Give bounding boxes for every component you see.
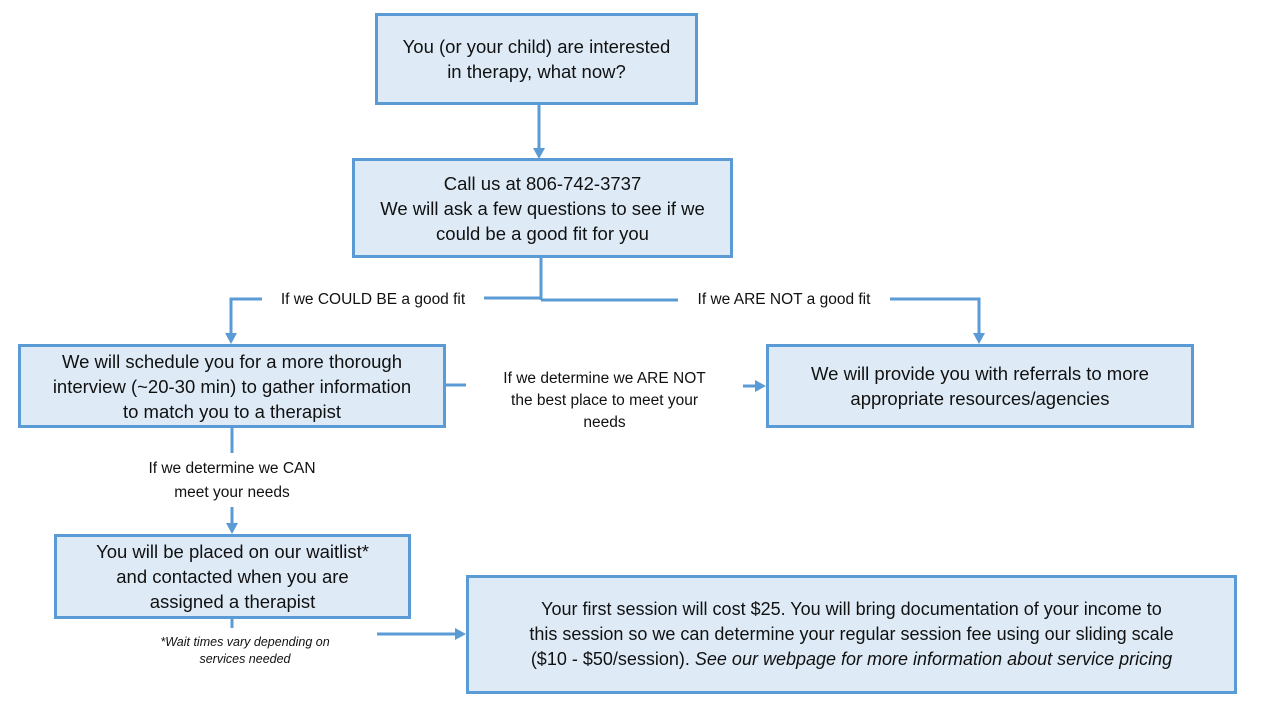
- node-start-line2: in therapy, what now?: [447, 61, 626, 82]
- edge-label-can-meet-needs-line2: meet your needs: [174, 484, 290, 501]
- connector-left-to-interview: [229, 297, 262, 334]
- waitlist-footnote-line1: *Wait times vary depending on: [160, 635, 330, 649]
- node-waitlist-line2: and contacted when you are: [116, 566, 349, 587]
- node-referrals-line1: We will provide you with referrals to mo…: [811, 363, 1149, 384]
- node-interview: We will schedule you for a more thorough…: [18, 344, 446, 428]
- node-interview-line3: to match you to a therapist: [122, 400, 341, 422]
- node-interview-line1: We will schedule you for a more thorough: [61, 350, 402, 372]
- arrowhead-first-session: [455, 628, 466, 640]
- arrowhead-referrals: [973, 333, 985, 344]
- waitlist-footnote-line2: services needed: [199, 652, 291, 666]
- edge-label-not-best-place-line1: If we determine we ARE NOT: [503, 370, 706, 387]
- node-first-session-line3-plain: ($10 - $50/session).: [530, 649, 695, 669]
- node-referrals-line2: appropriate resources/agencies: [850, 388, 1110, 409]
- node-first-session-line3-italic: See our webpage for more information abo…: [694, 649, 1173, 669]
- node-call-line2: We will ask a few questions to see if we: [380, 197, 705, 219]
- edge-label-can-meet-needs: If we determine we CAN meet your needs: [116, 457, 348, 505]
- waitlist-footnote: *Wait times vary depending on services n…: [120, 634, 370, 668]
- node-first-session: Your first session will cost $25. You wi…: [466, 575, 1237, 694]
- node-waitlist-line1: You will be placed on our waitlist*: [96, 541, 369, 562]
- node-call: Call us at 806-742-3737 We will ask a fe…: [352, 158, 733, 258]
- node-interview-line2: interview (~20-30 min) to gather informa…: [52, 375, 412, 397]
- node-first-session-line1: Your first session will cost $25. You wi…: [541, 599, 1162, 619]
- node-call-line3: could be a good fit for you: [436, 222, 649, 244]
- node-waitlist: You will be placed on our waitlist* and …: [54, 534, 411, 619]
- node-waitlist-line3: assigned a therapist: [149, 591, 316, 612]
- edge-label-could-be-good-fit: If we COULD BE a good fit: [262, 289, 484, 311]
- node-start-line1: You (or your child) are interested: [402, 36, 671, 57]
- arrowhead-interview: [225, 333, 237, 344]
- arrowhead-call: [533, 148, 545, 159]
- node-start: You (or your child) are interested in th…: [375, 13, 698, 105]
- arrowhead-waitlist: [226, 523, 238, 534]
- node-first-session-line3: ($10 - $50/session). See our webpage for…: [529, 647, 1173, 672]
- edge-label-not-best-place: If we determine we ARE NOT the best plac…: [466, 368, 743, 434]
- edge-label-can-meet-needs-line1: If we determine we CAN: [148, 460, 316, 477]
- node-first-session-line2: this session so we can determine your re…: [529, 624, 1174, 644]
- edge-label-not-good-fit: If we ARE NOT a good fit: [678, 289, 890, 311]
- edge-label-not-best-place-line2: the best place to meet your: [511, 392, 698, 409]
- connector-right-to-referrals: [890, 297, 981, 334]
- edge-label-not-best-place-line3: needs: [583, 414, 626, 431]
- node-call-line1: Call us at 806-742-3737: [443, 172, 642, 194]
- node-referrals: We will provide you with referrals to mo…: [766, 344, 1194, 428]
- arrowhead-referrals-side: [755, 380, 766, 392]
